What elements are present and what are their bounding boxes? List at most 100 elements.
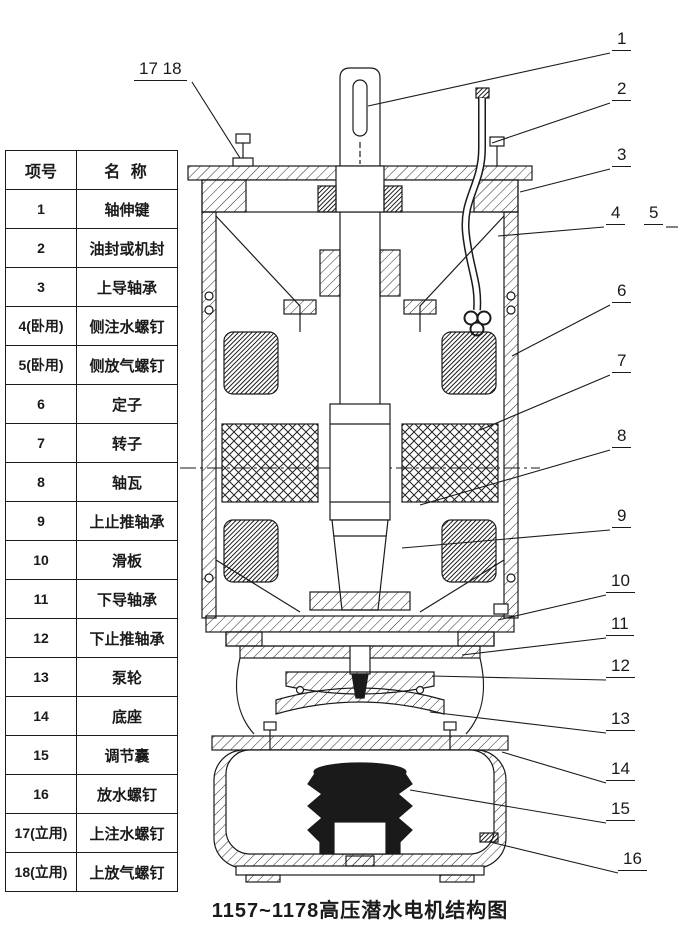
callout-11: 11 xyxy=(606,615,634,636)
part-name: 泵轮 xyxy=(76,657,178,697)
part-no: 14 xyxy=(5,696,77,736)
leader-16 xyxy=(489,841,619,874)
part-name: 侧放气螺钉 xyxy=(76,345,178,385)
callout-2: 2 xyxy=(612,80,632,101)
callout-1: 1 xyxy=(612,30,632,51)
part-no: 10 xyxy=(5,540,77,580)
part-no: 7 xyxy=(5,423,77,463)
part-no: 11 xyxy=(5,579,77,619)
part-name: 轴伸键 xyxy=(76,189,178,229)
leader-15 xyxy=(409,789,607,824)
leader-3 xyxy=(519,168,611,193)
part-name: 放水螺钉 xyxy=(76,774,178,814)
table-row: 18(立用)上放气螺钉 xyxy=(5,852,178,892)
part-name: 油封或机封 xyxy=(76,228,178,268)
leader-8 xyxy=(419,449,611,506)
leader-14 xyxy=(501,751,607,784)
part-name: 下导轴承 xyxy=(76,579,178,619)
part-no: 15 xyxy=(5,735,77,775)
drain-screw xyxy=(479,832,499,843)
header-item-no: 项号 xyxy=(5,150,77,190)
leader-12 xyxy=(431,675,607,681)
parts-table-header-row: 项号 名 称 xyxy=(5,150,178,190)
callout-12: 12 xyxy=(606,657,635,678)
callout-9: 9 xyxy=(612,507,632,528)
part-no: 16 xyxy=(5,774,77,814)
callout-6: 6 xyxy=(612,282,632,303)
callout-7: 7 xyxy=(612,352,632,373)
part-name: 上放气螺钉 xyxy=(76,852,178,892)
leader-17-18 xyxy=(191,81,241,159)
part-no: 4(卧用) xyxy=(5,306,77,346)
part-name: 调节囊 xyxy=(76,735,178,775)
callout-3: 3 xyxy=(612,146,632,167)
part-no: 8 xyxy=(5,462,77,502)
table-row: 5(卧用)侧放气螺钉 xyxy=(5,345,178,385)
part-no: 13 xyxy=(5,657,77,697)
part-no: 3 xyxy=(5,267,77,307)
callout-10: 10 xyxy=(606,572,635,593)
rotor-core xyxy=(221,403,499,521)
part-name: 上导轴承 xyxy=(76,267,178,307)
callout-4: 4 xyxy=(606,204,626,225)
callout-leader-lines xyxy=(191,52,678,874)
callout-5: 5 xyxy=(644,204,664,225)
part-no: 12 xyxy=(5,618,77,658)
part-no: 5(卧用) xyxy=(5,345,77,385)
callout-14: 14 xyxy=(606,760,635,781)
part-name: 底座 xyxy=(76,696,178,736)
stator-coils xyxy=(223,331,497,583)
leader-7 xyxy=(479,374,611,431)
leader-6 xyxy=(511,304,611,357)
part-no: 2 xyxy=(5,228,77,268)
leader-9 xyxy=(401,529,611,549)
top-flange-assembly xyxy=(187,165,533,213)
header-name: 名 称 xyxy=(76,150,178,190)
callout-13: 13 xyxy=(606,710,635,731)
leader-11 xyxy=(461,637,607,656)
part-no: 6 xyxy=(5,384,77,424)
leader-1 xyxy=(367,52,611,107)
part-name: 轴瓦 xyxy=(76,462,178,502)
table-row: 17(立用)上注水螺钉 xyxy=(5,813,178,853)
part-name: 滑板 xyxy=(76,540,178,580)
leader-10 xyxy=(497,594,607,621)
shaft-and-key xyxy=(339,67,381,404)
part-name: 上注水螺钉 xyxy=(76,813,178,853)
part-no: 17(立用) xyxy=(5,813,77,853)
part-name: 定子 xyxy=(76,384,178,424)
callout-16: 16 xyxy=(618,850,647,871)
callout-17-18: 17 18 xyxy=(134,60,187,81)
part-no: 18(立用) xyxy=(5,852,77,892)
table-row: 4(卧用)侧注水螺钉 xyxy=(5,306,178,346)
part-name: 下止推轴承 xyxy=(76,618,178,658)
part-no: 9 xyxy=(5,501,77,541)
pump-impeller xyxy=(235,645,485,735)
diagram-title: 1157~1178高压潜水电机结构图 xyxy=(211,900,509,922)
part-no: 1 xyxy=(5,189,77,229)
part-name: 侧注水螺钉 xyxy=(76,306,178,346)
callout-15: 15 xyxy=(606,800,635,821)
power-cable xyxy=(461,87,492,337)
leader-4-5 xyxy=(497,226,605,237)
callout-8: 8 xyxy=(612,427,632,448)
leader-2 xyxy=(491,102,611,144)
adjusting-bellows xyxy=(307,762,413,867)
housing-walls xyxy=(201,211,519,619)
